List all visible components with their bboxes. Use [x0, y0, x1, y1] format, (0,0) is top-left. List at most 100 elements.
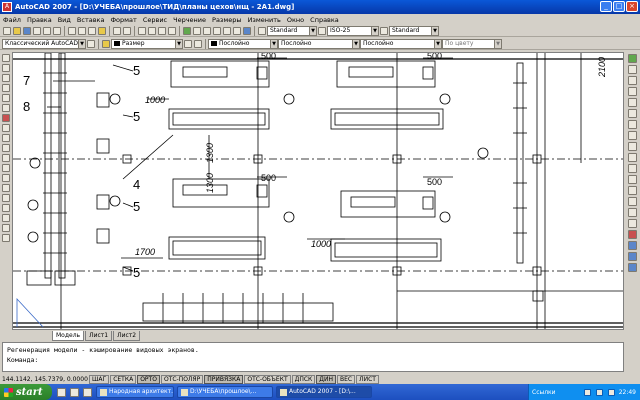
paste-icon[interactable] [88, 26, 96, 35]
layer-select[interactable]: Размер▼ [111, 38, 183, 49]
zoom-window-icon[interactable] [158, 26, 166, 35]
break-icon[interactable] [627, 186, 637, 195]
draworder-front-icon[interactable] [627, 263, 637, 272]
menu-dimension[interactable]: Размеры [212, 15, 242, 24]
menu-insert[interactable]: Вставка [76, 15, 105, 24]
taskbar-item-autocad[interactable]: AutoCAD 2007 - [D:\... [276, 386, 372, 398]
network-icon[interactable] [583, 388, 591, 396]
otrack-toggle[interactable]: ОТС-ОБЪЕКТ [244, 374, 291, 384]
taskbar-item-folder[interactable]: D:\УЧЕБА\прошлое\... [177, 386, 273, 398]
revision-cloud-icon[interactable] [2, 124, 10, 132]
model-paper-toggle[interactable]: ЛИСТ [356, 374, 379, 384]
move-icon[interactable] [627, 109, 637, 118]
copy-icon[interactable] [78, 26, 86, 35]
workspace-select[interactable]: Классический AutoCAD▼ [2, 38, 86, 49]
clock[interactable]: 22:49 [618, 388, 636, 396]
cut-icon[interactable] [68, 26, 76, 35]
drawing-area[interactable]: 500 500 500 500 1000 1000 1300 1300 1700… [12, 52, 624, 330]
ducs-toggle[interactable]: ДПСК [291, 374, 316, 384]
arc-icon[interactable] [2, 104, 10, 112]
linetype-select[interactable]: Послойно▼ [278, 38, 360, 49]
trim-icon[interactable] [627, 153, 637, 162]
ellipse-arc-icon[interactable] [2, 154, 10, 162]
tab-model[interactable]: Модель [52, 331, 85, 341]
menu-edit[interactable]: Правка [26, 15, 52, 24]
menu-help[interactable]: Справка [310, 15, 339, 24]
media-icon[interactable] [83, 387, 92, 397]
dyn-toggle[interactable]: ДИН [316, 374, 336, 384]
lineweight-select[interactable]: Послойно▼ [360, 38, 442, 49]
command-prompt[interactable]: Команда: [7, 356, 39, 364]
circle-icon[interactable] [2, 114, 10, 122]
calculator-icon[interactable] [233, 26, 241, 35]
pan-icon[interactable] [138, 26, 146, 35]
lwt-toggle[interactable]: ВЕС [336, 374, 356, 384]
preview-icon[interactable] [43, 26, 51, 35]
draworder-back-icon[interactable] [627, 252, 637, 261]
taskbar-item-browser[interactable]: Народная архитект... [96, 386, 174, 398]
draworder-icon[interactable] [627, 241, 637, 250]
color-select[interactable]: Послойно▼ [208, 38, 278, 49]
make-block-icon[interactable] [2, 174, 10, 182]
polar-toggle[interactable]: ОТС-ПОЛЯР [160, 374, 204, 384]
maximize-icon[interactable]: □ [613, 1, 625, 12]
extend-icon[interactable] [627, 164, 637, 173]
language-icon[interactable] [607, 388, 615, 396]
scale-icon[interactable] [627, 131, 637, 140]
volume-icon[interactable] [595, 388, 603, 396]
zoom-previous-icon[interactable] [168, 26, 176, 35]
tab-sheet1[interactable]: Лист1 [85, 331, 113, 341]
tool-palettes-icon[interactable] [203, 26, 211, 35]
properties-icon[interactable] [183, 26, 191, 35]
table-style-select[interactable]: Standard▼ [389, 25, 439, 36]
stretch-icon[interactable] [627, 142, 637, 151]
insert-block-icon[interactable] [2, 164, 10, 172]
rectangle-icon[interactable] [2, 94, 10, 102]
snap-toggle[interactable]: ШАГ [89, 374, 110, 384]
close-icon[interactable]: × [626, 1, 638, 12]
ellipse-icon[interactable] [2, 144, 10, 152]
rotate-icon[interactable] [627, 120, 637, 129]
fillet-icon[interactable] [627, 219, 637, 228]
match-properties-icon[interactable] [98, 26, 106, 35]
design-center-icon[interactable] [193, 26, 201, 35]
ie-icon[interactable] [57, 387, 66, 397]
region-icon[interactable] [2, 214, 10, 222]
menu-format[interactable]: Формат [110, 15, 137, 24]
offset-icon[interactable] [627, 87, 637, 96]
command-window[interactable]: Регенерация модели - кэширование видовых… [2, 342, 624, 372]
chamfer-icon[interactable] [627, 208, 637, 217]
make-object-layer-current-icon[interactable] [184, 39, 192, 48]
gradient-icon[interactable] [2, 204, 10, 212]
new-icon[interactable] [3, 26, 11, 35]
multiline-text-icon[interactable] [2, 234, 10, 242]
undo-icon[interactable] [113, 26, 121, 35]
join-icon[interactable] [627, 197, 637, 206]
array-icon[interactable] [627, 98, 637, 107]
links-toolbar[interactable]: Ссылки [532, 388, 556, 396]
plotstyle-select[interactable]: По цвету▼ [442, 38, 502, 49]
construction-line-icon[interactable] [2, 64, 10, 72]
zoom-realtime-icon[interactable] [148, 26, 156, 35]
print-icon[interactable] [33, 26, 41, 35]
ortho-toggle[interactable]: ОРТО [137, 374, 160, 384]
menu-view[interactable]: Вид [57, 15, 71, 24]
open-icon[interactable] [13, 26, 21, 35]
hatch-icon[interactable] [2, 194, 10, 202]
layer-manager-icon[interactable] [102, 39, 110, 48]
dim-style-select[interactable]: ISO-25▼ [327, 25, 379, 36]
break-at-point-icon[interactable] [627, 175, 637, 184]
point-icon[interactable] [2, 184, 10, 192]
sheet-set-icon[interactable] [213, 26, 221, 35]
osnap-toggle[interactable]: ПРИВЯЗКА [204, 374, 244, 384]
publish-icon[interactable] [53, 26, 61, 35]
start-button[interactable]: start [0, 384, 52, 400]
line-icon[interactable] [2, 54, 10, 62]
save-icon[interactable] [23, 26, 31, 35]
minimize-icon[interactable]: _ [600, 1, 612, 12]
help-icon[interactable] [243, 26, 251, 35]
polyline-icon[interactable] [2, 74, 10, 82]
copy-object-icon[interactable] [627, 65, 637, 74]
desktop-icon[interactable] [70, 387, 79, 397]
menu-file[interactable]: Файл [3, 15, 21, 24]
